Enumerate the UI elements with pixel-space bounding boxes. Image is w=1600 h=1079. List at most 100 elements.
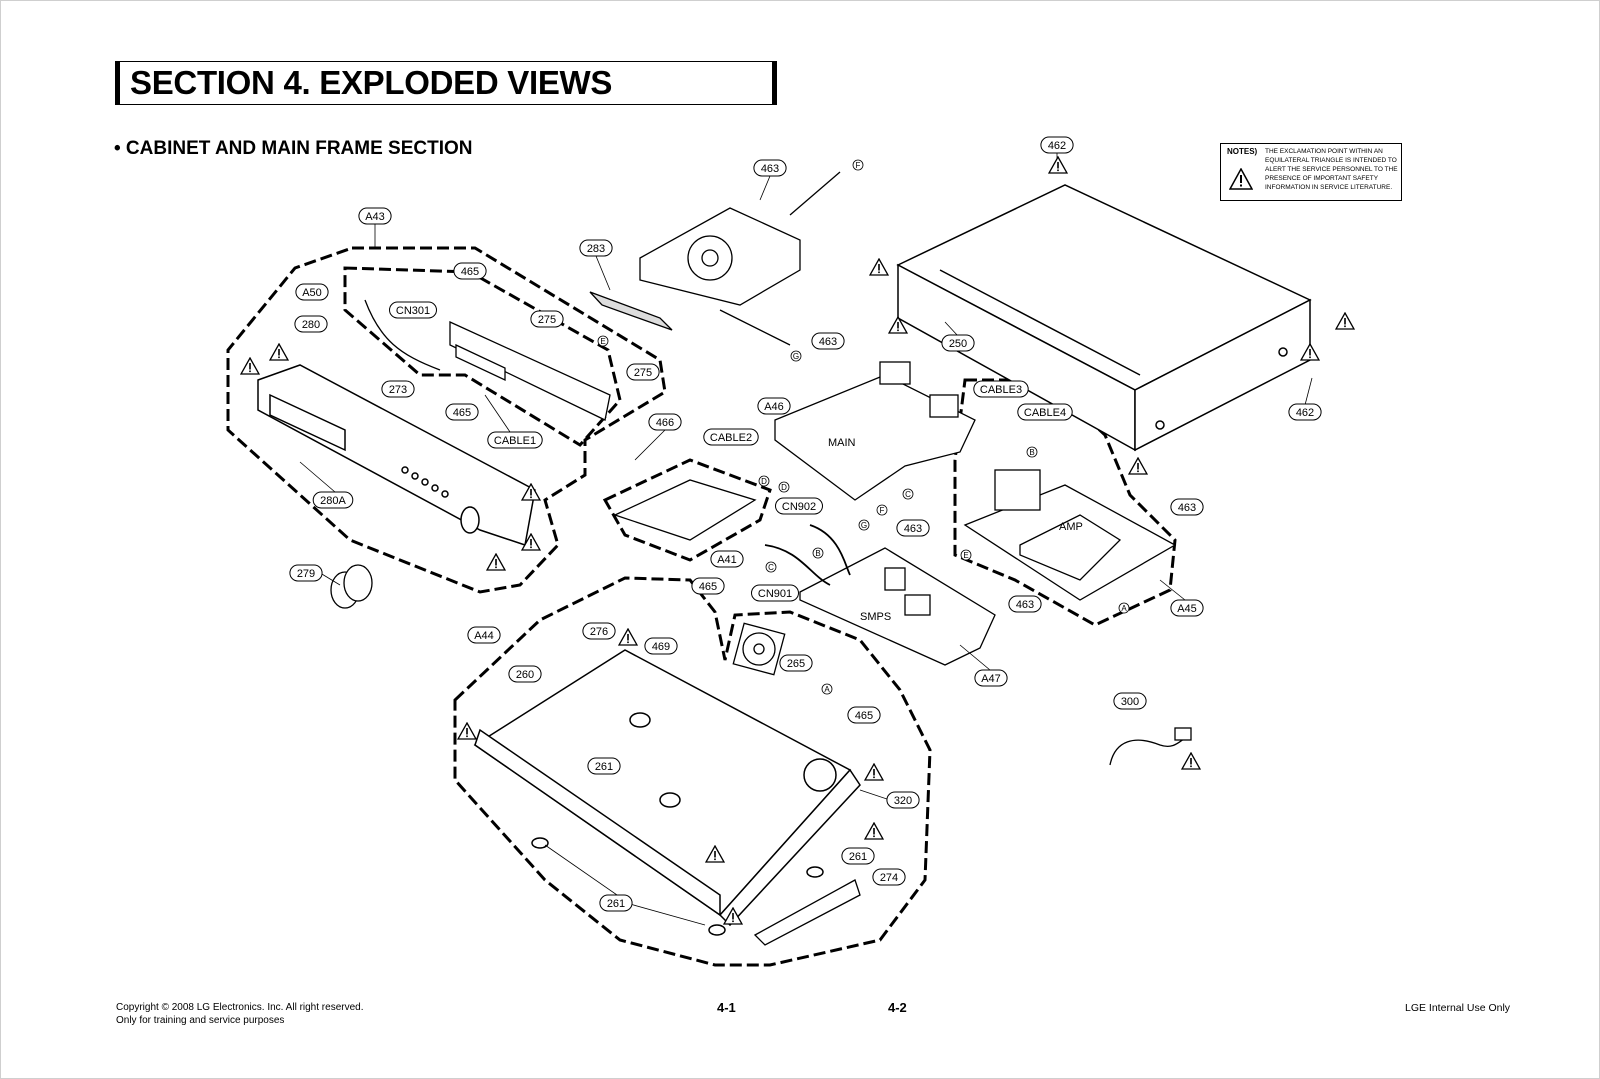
callout-oval-p260 bbox=[508, 665, 542, 683]
board-texts: MAIN AMP SMPS bbox=[828, 437, 1083, 623]
letter-marker-circle-a1 bbox=[1118, 602, 1130, 614]
letter-marker-d1: D bbox=[761, 477, 767, 486]
callout-oval-a43 bbox=[358, 207, 392, 225]
warning-triangle-icon bbox=[486, 553, 506, 571]
callout-oval-p465a bbox=[453, 262, 487, 280]
letter-marker-b1: B bbox=[1029, 448, 1034, 457]
callout-label-a45: A45 bbox=[1177, 603, 1197, 615]
notes-box: NOTES) THE EXCLAMATION POINT WITHIN AN E… bbox=[1220, 143, 1402, 201]
callout-oval-p462a bbox=[1040, 136, 1074, 154]
callout-label-p462b: 462 bbox=[1296, 407, 1314, 419]
callout-oval-p261a bbox=[587, 757, 621, 775]
page-number-right: 4-2 bbox=[888, 1000, 907, 1015]
callout-label-cable1: CABLE1 bbox=[494, 435, 536, 447]
callout-label-p283: 283 bbox=[587, 243, 605, 255]
letter-marker-circle-c1 bbox=[902, 488, 914, 500]
callout-label-p320: 320 bbox=[894, 795, 912, 807]
callout-oval-p463e bbox=[1008, 595, 1042, 613]
letter-marker-circle-d1 bbox=[758, 475, 770, 487]
callout-label-cable2: CABLE2 bbox=[710, 432, 752, 444]
callout-oval-p466 bbox=[648, 413, 682, 431]
callout-oval-p300 bbox=[1113, 692, 1147, 710]
callout-oval-p462b bbox=[1288, 403, 1322, 421]
warning-triangle-icon bbox=[1048, 156, 1068, 174]
callout-label-p276: 276 bbox=[590, 626, 608, 638]
callout-label-a47: A47 bbox=[981, 673, 1001, 685]
notes-text: THE EXCLAMATION POINT WITHIN AN EQUILATE… bbox=[1265, 148, 1398, 191]
callout-oval-cable3 bbox=[973, 380, 1029, 398]
letter-marker-a2: A bbox=[824, 685, 830, 694]
callout-label-p463b: 463 bbox=[819, 336, 837, 348]
callout-oval-p279 bbox=[289, 564, 323, 582]
warning-triangle-icon bbox=[1181, 752, 1201, 770]
section-title-box: SECTION 4. EXPLODED VIEWS bbox=[115, 61, 777, 105]
letter-marker-circle-e2 bbox=[960, 549, 972, 561]
main-board-text: MAIN bbox=[828, 437, 856, 449]
callout-label-p250: 250 bbox=[949, 338, 967, 350]
amp-board-text: AMP bbox=[1059, 521, 1083, 533]
callout-label-cn901: CN901 bbox=[758, 588, 792, 600]
callout-oval-p274 bbox=[872, 868, 906, 886]
callout-oval-a44 bbox=[467, 626, 501, 644]
warning-triangle-icon bbox=[618, 628, 638, 646]
callout-label-p465d: 465 bbox=[855, 710, 873, 722]
outline-a50 bbox=[343, 266, 622, 447]
page-number-left: 4-1 bbox=[717, 1000, 736, 1015]
letter-marker-a1: A bbox=[1121, 604, 1127, 613]
letter-marker-circle-g2 bbox=[858, 519, 870, 531]
warning-triangle-icon bbox=[1128, 457, 1148, 475]
callout-label-p300: 300 bbox=[1121, 696, 1139, 708]
callout-label-cable3: CABLE3 bbox=[980, 384, 1022, 396]
outline-a43 bbox=[226, 246, 667, 594]
callout-label-p463e: 463 bbox=[1016, 599, 1034, 611]
outline-a44 bbox=[453, 576, 932, 967]
letter-marker-e: E bbox=[600, 337, 605, 346]
warning-triangle-icon bbox=[864, 822, 884, 840]
callout-label-cable4: CABLE4 bbox=[1024, 407, 1066, 419]
letter-marker-circle-d2 bbox=[778, 481, 790, 493]
letter-marker-f2: F bbox=[880, 506, 885, 515]
smps-board-a47 bbox=[799, 547, 996, 666]
outline-a41 bbox=[602, 458, 772, 562]
callout-oval-cn301 bbox=[389, 301, 437, 319]
warning-triangle-icon bbox=[1335, 312, 1355, 330]
callout-oval-p465c bbox=[691, 577, 725, 595]
callout-label-cn902: CN902 bbox=[782, 501, 816, 513]
callout-label-p261c: 261 bbox=[607, 898, 625, 910]
part-283 bbox=[589, 291, 673, 331]
callout-label-p280: 280 bbox=[302, 319, 320, 331]
callout-oval-p283 bbox=[579, 239, 613, 257]
callout-label-p273: 273 bbox=[389, 384, 407, 396]
letter-marker-d2: D bbox=[781, 483, 787, 492]
warning-triangle-icon bbox=[869, 258, 889, 276]
callout-oval-p463c bbox=[896, 519, 930, 537]
board-a41 bbox=[613, 479, 757, 541]
callout-label-p462a: 462 bbox=[1048, 140, 1066, 152]
callout-label-a41: A41 bbox=[717, 554, 737, 566]
callout-label-p265: 265 bbox=[787, 658, 805, 670]
callout-label-a44: A44 bbox=[474, 630, 494, 642]
page-title: SECTION 4. EXPLODED VIEWS bbox=[130, 64, 613, 101]
callout-oval-p275a bbox=[530, 310, 564, 328]
letter-marker-e2: E bbox=[963, 551, 968, 560]
warning-triangle-icon bbox=[457, 722, 477, 740]
callout-oval-p250 bbox=[941, 334, 975, 352]
callout-oval-a47 bbox=[974, 669, 1008, 687]
group-outlines bbox=[226, 246, 1177, 967]
letter-marker-b2: B bbox=[815, 549, 820, 558]
callout-label-p465c: 465 bbox=[699, 581, 717, 593]
callout-oval-p463a bbox=[753, 159, 787, 177]
ribbon-cables bbox=[764, 524, 851, 586]
top-cover-250 bbox=[896, 184, 1312, 452]
letter-marker-circle-f bbox=[852, 159, 864, 171]
notes-heading: NOTES) bbox=[1227, 147, 1258, 156]
front-panel-280 bbox=[257, 364, 536, 546]
letter-marker-circle-e bbox=[597, 335, 609, 347]
letter-marker-f: F bbox=[856, 161, 861, 170]
callout-label-p279: 279 bbox=[297, 568, 315, 580]
callout-label-p465a: 465 bbox=[461, 266, 479, 278]
callout-label-p465b: 465 bbox=[453, 407, 471, 419]
callout-oval-p275b bbox=[626, 363, 660, 381]
callout-oval-cable1 bbox=[487, 431, 543, 449]
